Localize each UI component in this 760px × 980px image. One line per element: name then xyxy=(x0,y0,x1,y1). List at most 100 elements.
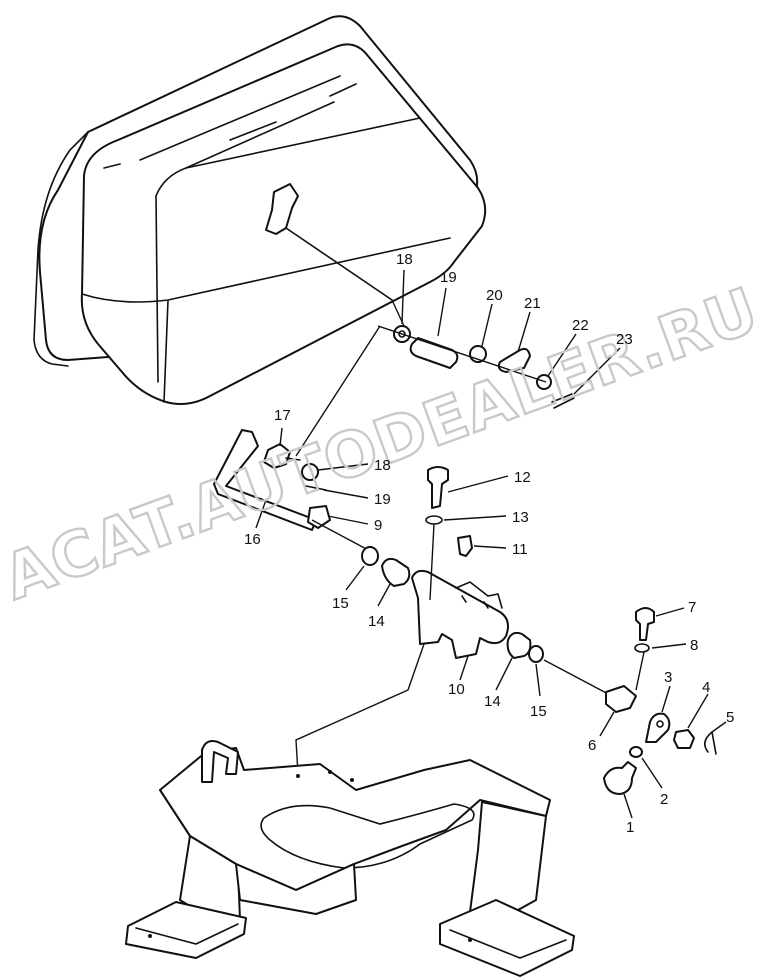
label-2: 2 xyxy=(660,791,668,808)
leader-10 xyxy=(459,655,469,681)
leader-15a xyxy=(345,565,365,591)
leader-19 xyxy=(323,489,369,499)
label-1: 1 xyxy=(626,819,634,836)
part-3-eye xyxy=(656,720,664,728)
leader-18 xyxy=(317,463,369,471)
part-5-cotter-pin xyxy=(704,731,717,755)
label-11: 11 xyxy=(512,541,528,558)
label-19: 19 xyxy=(374,491,391,508)
leader-14a xyxy=(377,583,391,607)
part-15-collar-left xyxy=(361,546,379,566)
label-9: 9 xyxy=(374,517,382,534)
label-15-right: 15 xyxy=(530,703,547,720)
leader-16 xyxy=(255,499,267,529)
bolt-7-line xyxy=(635,651,645,691)
leader-17 xyxy=(279,427,283,447)
leader-11 xyxy=(473,545,507,549)
stand-bolt-hole xyxy=(296,774,300,778)
label-23: 21 xyxy=(524,295,541,312)
label-24: 22 xyxy=(572,317,589,334)
leader-22 xyxy=(481,303,493,347)
part-21-turnbuckle xyxy=(409,337,459,369)
stand-link-line xyxy=(295,643,425,775)
bolt-drop-line xyxy=(429,523,435,601)
part-15-collar-right xyxy=(528,645,544,663)
label-14-left: 14 xyxy=(368,613,385,630)
part-20-hole xyxy=(398,330,406,338)
label-12: 12 xyxy=(514,469,531,486)
part-13-washer xyxy=(425,515,443,525)
label-15-left: 15 xyxy=(332,595,349,612)
stand-bolt-hole xyxy=(148,934,152,938)
stand-guard-loop xyxy=(201,740,239,783)
label-20: 18 xyxy=(396,251,413,268)
leader-12 xyxy=(447,475,509,493)
part-1-ball-joint xyxy=(603,761,637,795)
leader-9 xyxy=(327,515,369,525)
stand-right-leg xyxy=(469,801,547,921)
leader-7 xyxy=(655,607,685,617)
part-14-bushing-right xyxy=(506,631,532,659)
label-3: 3 xyxy=(664,669,672,686)
floor-stand xyxy=(125,643,575,977)
leader-14b xyxy=(495,657,513,691)
label-16: 16 xyxy=(244,531,261,548)
part-25-cotter-pin xyxy=(551,393,575,409)
leader-1 xyxy=(623,793,633,819)
stand-left-foot-edge xyxy=(135,923,239,945)
fuel-tank xyxy=(33,15,487,405)
upper-linkage xyxy=(377,299,575,409)
label-14-right: 14 xyxy=(484,693,501,710)
label-6: 6 xyxy=(588,737,596,754)
part-14-bushing-left xyxy=(381,557,411,587)
label-22: 20 xyxy=(486,287,503,304)
part-9-clevis xyxy=(307,505,331,529)
label-13: 13 xyxy=(512,509,529,526)
stand-right-foot xyxy=(439,899,575,977)
stand-bolt-hole xyxy=(468,938,472,942)
part-8-washer xyxy=(634,643,650,653)
part-10-bracket-shaft xyxy=(411,569,509,659)
stand-bolt-hole xyxy=(328,770,332,774)
shaft-assembly xyxy=(361,466,613,697)
leader-8 xyxy=(651,643,687,649)
part-10-hole-marks xyxy=(461,595,489,609)
leader-24 xyxy=(547,333,577,377)
part-7-bolt xyxy=(635,607,655,641)
leader-15b xyxy=(535,663,541,697)
lower-linkage xyxy=(603,607,717,795)
leader-25 xyxy=(573,347,621,395)
stand-bolt-hole xyxy=(350,778,354,782)
stand-left-foot xyxy=(125,901,247,959)
leader-3 xyxy=(661,685,671,713)
part-4-nut xyxy=(673,729,695,749)
cross-rod-line xyxy=(295,325,381,553)
part-12-bolt xyxy=(427,466,449,509)
part-18-nut xyxy=(301,463,319,481)
sender-float-arm xyxy=(285,227,393,301)
label-8: 8 xyxy=(690,637,698,654)
leader-5 xyxy=(711,721,727,733)
label-4: 4 xyxy=(702,679,710,696)
leader-4 xyxy=(687,693,709,729)
label-7: 7 xyxy=(688,599,696,616)
label-18: 18 xyxy=(374,457,391,474)
stand-right-foot-edge xyxy=(449,929,567,959)
stand-cutout xyxy=(260,803,475,869)
part-3-rod-end xyxy=(645,712,671,743)
tank-highlight xyxy=(103,83,357,169)
label-17: 17 xyxy=(274,407,291,424)
part-11-grease-nipple xyxy=(457,535,473,557)
leader-21 xyxy=(437,287,447,337)
part-6-lever xyxy=(605,685,637,713)
tank-lower-edge xyxy=(81,237,451,403)
leader-23 xyxy=(517,311,531,353)
leader-13 xyxy=(443,515,507,521)
label-25: 23 xyxy=(616,331,633,348)
stand-center-rib xyxy=(235,863,357,915)
leader-6 xyxy=(599,711,615,737)
part-17-pin-tail xyxy=(285,457,301,461)
tank-side-edge xyxy=(155,117,421,383)
